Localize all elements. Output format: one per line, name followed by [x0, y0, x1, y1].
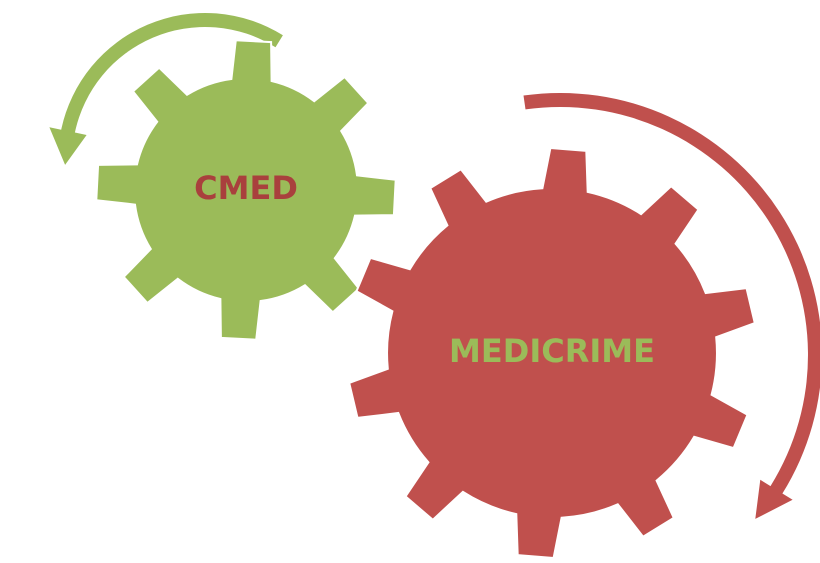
gear-medicrime-label: MEDICRIME	[449, 332, 655, 370]
rotation-arrow-small	[49, 12, 283, 165]
gear-medicrime	[348, 146, 756, 560]
gear-cmed-label: CMED	[194, 169, 298, 207]
gear-cmed	[95, 39, 397, 341]
rotation-arrow-large	[523, 92, 820, 519]
